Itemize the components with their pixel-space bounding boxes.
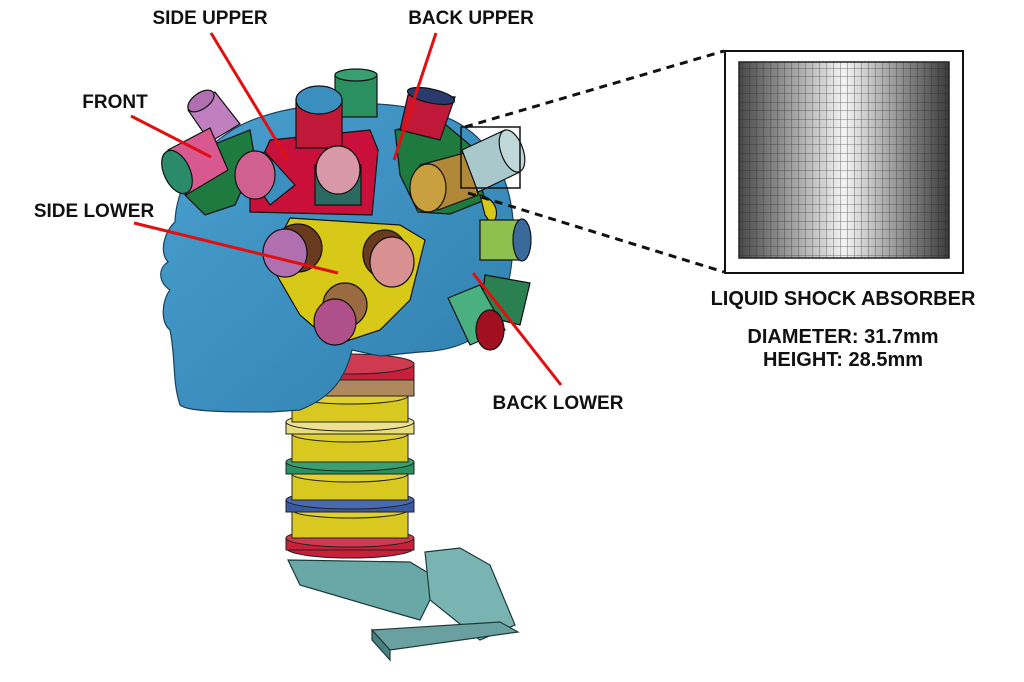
- leader-back-lower: [471, 272, 563, 386]
- absorber-front: [161, 127, 229, 196]
- absorber-side-upper-2: [314, 145, 362, 206]
- absorber-height: HEIGHT: 28.5mm: [763, 349, 923, 371]
- label-front: FRONT: [82, 92, 148, 113]
- leader-front: [130, 114, 212, 159]
- leader-side-lower: [133, 221, 339, 275]
- label-back-upper: BACK UPPER: [408, 8, 534, 29]
- neck-assembly: [285, 353, 520, 662]
- dashed-connector-bottom: [467, 191, 725, 274]
- absorber-side-lower-3: [313, 282, 368, 346]
- absorber-diameter: DIAMETER: 31.7mm: [747, 326, 938, 348]
- leader-side-upper: [209, 32, 290, 161]
- neck-discs: [285, 353, 415, 559]
- absorber-side-upper-1: [234, 150, 296, 206]
- absorber-cylinders: [161, 68, 532, 351]
- leader-back-upper: [392, 32, 438, 161]
- absorber-top-red: [295, 85, 343, 149]
- mount-bracket: [287, 547, 520, 662]
- absorber-side-lower-1: [262, 223, 323, 278]
- label-back-lower: BACK LOWER: [493, 393, 624, 414]
- zoom-source-box: [460, 126, 521, 189]
- dashed-connector-top: [464, 49, 725, 129]
- leader-lines: [130, 32, 563, 386]
- label-side-lower: SIDE LOWER: [34, 201, 155, 222]
- absorber-back-lower-1: [479, 218, 532, 262]
- meshed-cylinder: [738, 61, 950, 259]
- absorber-side-lower-2: [362, 229, 415, 288]
- absorber-title: LIQUID SHOCK ABSORBER: [711, 288, 976, 310]
- absorber-back-lower-3: [447, 284, 506, 351]
- absorber-front-top: [187, 89, 241, 143]
- label-side-upper: SIDE UPPER: [152, 8, 267, 29]
- absorber-back-upper: [409, 151, 479, 213]
- zoom-callout: [460, 49, 964, 274]
- absorber-back-top: [399, 86, 456, 141]
